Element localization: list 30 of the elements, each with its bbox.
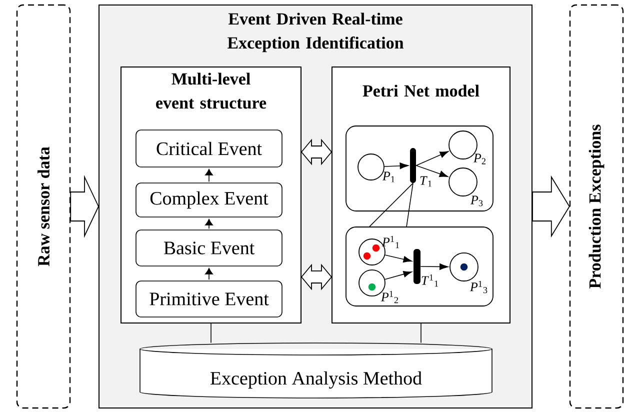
place-label: P$_{1}$ <box>382 172 394 182</box>
side-box: Production Exceptions <box>569 4 624 409</box>
side-box: Raw sensor data <box>16 4 71 409</box>
place-label: T$_{1}$ <box>420 176 432 187</box>
cylinder: Exception Analysis Method <box>140 342 492 398</box>
arrow <box>420 263 448 270</box>
line <box>369 182 414 227</box>
place-label: T$^{1}$1 <box>422 274 438 287</box>
place-label: P$^{1}$3 <box>470 280 488 294</box>
line <box>210 323 212 344</box>
arrow <box>416 151 449 166</box>
arrow <box>205 219 213 229</box>
event-box: Complex Event <box>136 182 282 218</box>
arrow <box>384 270 412 280</box>
line <box>420 323 422 344</box>
place-label: P$^{1}$1 <box>382 236 399 248</box>
block-arrow <box>70 175 99 238</box>
arrow <box>384 162 408 170</box>
place-label: P$_{2}$ <box>473 154 486 164</box>
block-arrow <box>532 175 570 238</box>
line <box>406 182 414 227</box>
event-box: Basic Event <box>136 230 282 266</box>
place-label: P$^{1}$2 <box>380 290 398 304</box>
arrow <box>384 254 412 262</box>
arrow <box>416 165 448 178</box>
event-box: Primitive Event <box>136 280 282 318</box>
event-box: Critical Event <box>136 130 282 168</box>
arrow <box>205 268 213 280</box>
place-label: P$_{3}$ <box>470 196 483 206</box>
arrow <box>205 169 213 182</box>
